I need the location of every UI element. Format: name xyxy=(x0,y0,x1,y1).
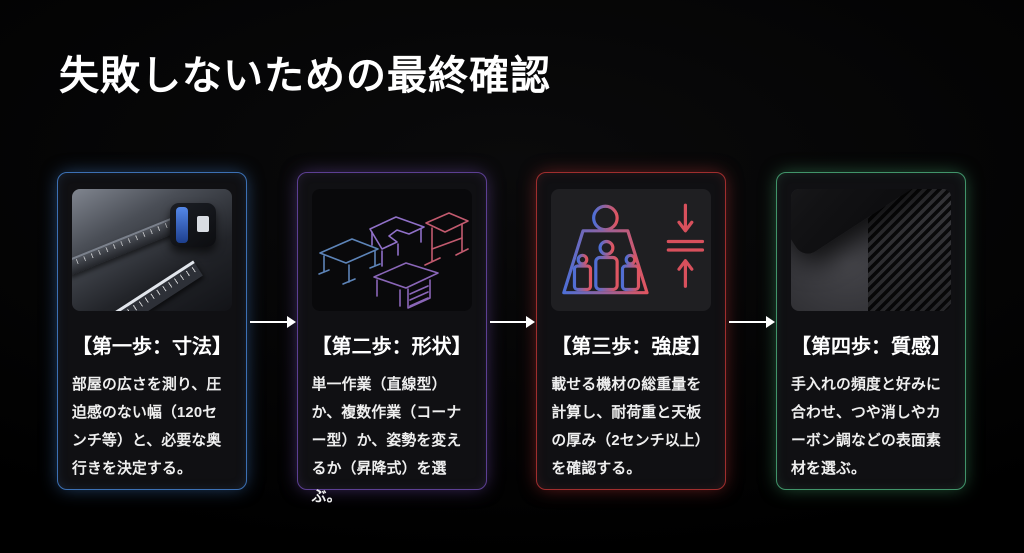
step-description: 載せる機材の総重量を計算し、耐荷重と天板の厚み（2センチ以上）を確認する。 xyxy=(551,377,710,477)
step-description: 手入れの頻度と好みに合わせ、つや消しやカーボン調などの表面素材を選ぶ。 xyxy=(791,377,941,477)
flow-arrow-3 xyxy=(726,172,776,490)
step-title: 【第二歩：形状】 xyxy=(311,336,472,358)
tape-blade-graphic xyxy=(99,260,203,311)
step-card-3: 【第三歩：強度】 載せる機材の総重量を計算し、耐荷重と天板の厚み（2センチ以上）… xyxy=(536,172,727,490)
step-title: 【第四歩：質感】 xyxy=(791,336,952,358)
weight-load-icon xyxy=(562,203,705,295)
load-capacity-illustration xyxy=(551,189,712,311)
carbon-fiber-texture xyxy=(867,189,952,311)
step-title: 【第一歩：寸法】 xyxy=(72,336,232,358)
step-card-2: 【第二歩：形状】 単一作業（直線型）か、複数作業（コーナー型）か、姿勢を変えるか… xyxy=(296,172,487,505)
step-card-1: 【第一歩：寸法】 部屋の広さを測り、圧迫感のない幅（120センチ等）と、必要な奥… xyxy=(57,172,247,490)
arrow-head-icon xyxy=(526,316,536,328)
step-description: 単一作業（直線型）か、複数作業（コーナー型）か、姿勢を変えるか（昇降式）を選ぶ。 xyxy=(311,377,462,505)
desk-shapes-illustration xyxy=(311,189,472,311)
tape-measure-ruler-photo xyxy=(72,189,232,311)
arrow-line xyxy=(729,321,769,323)
arrow-line xyxy=(250,321,289,323)
flow-arrow-1 xyxy=(247,172,297,490)
flow-arrow-2 xyxy=(487,172,537,490)
step-description: 部屋の広さを測り、圧迫感のない幅（120センチ等）と、必要な奥行きを決定する。 xyxy=(72,377,222,477)
step-card-4: 【第四歩：質感】 手入れの頻度と好みに合わせ、つや消しやカーボン調などの表面素材… xyxy=(776,172,967,490)
desk-wireframes-icon xyxy=(317,212,469,309)
arrow-head-icon xyxy=(766,316,776,328)
tape-measure-body-graphic xyxy=(170,203,216,247)
step-title: 【第三歩：強度】 xyxy=(551,336,712,358)
thickness-arrows-icon xyxy=(667,203,705,288)
surface-texture-photo xyxy=(791,189,952,311)
arrow-head-icon xyxy=(286,316,296,328)
steps-flow: 【第一歩：寸法】 部屋の広さを測り、圧迫感のない幅（120センチ等）と、必要な奥… xyxy=(57,172,967,505)
arrow-line xyxy=(489,321,529,323)
page-title: 失敗しないための最終確認 xyxy=(59,54,551,98)
